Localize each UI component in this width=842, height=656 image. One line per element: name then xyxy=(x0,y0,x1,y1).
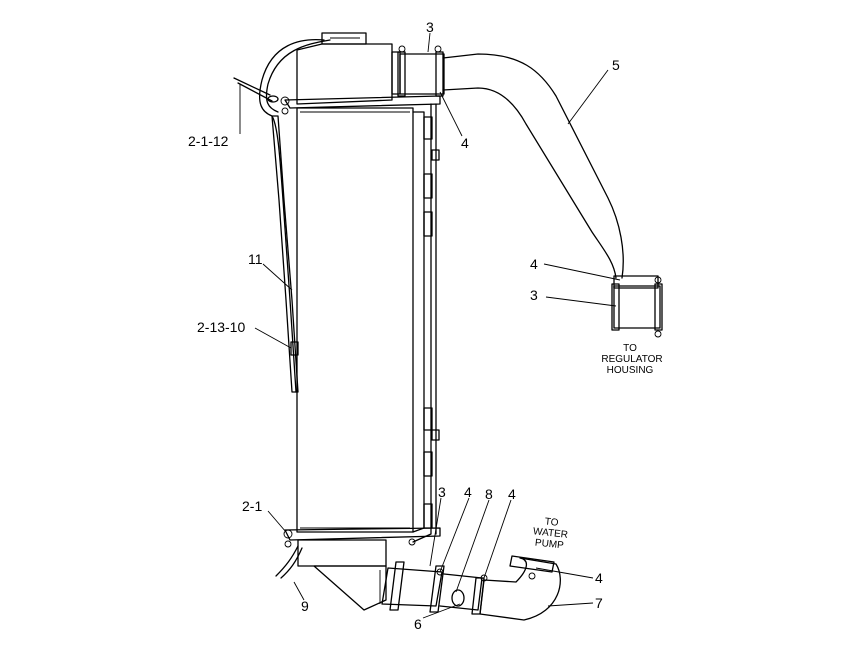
shroud-strip xyxy=(271,115,299,393)
side-fittings xyxy=(423,116,440,529)
callout-4-right: 4 xyxy=(530,256,538,272)
radiator-core xyxy=(296,107,425,533)
callout-4-pump: 4 xyxy=(595,570,603,586)
note-pump-line-2: WATER xyxy=(532,526,568,541)
callout-3-top: 3 xyxy=(426,19,434,35)
callout-2-13-10: 2-13-10 xyxy=(197,319,245,335)
overflow-tube xyxy=(233,39,331,393)
bottom-mounting-bracket xyxy=(283,527,441,548)
callout-3-bottom: 3 xyxy=(438,484,446,500)
drain-hose xyxy=(275,545,303,579)
callout-2-1-12: 2-1-12 xyxy=(188,133,229,149)
callout-3-right: 3 xyxy=(530,287,538,303)
callout-4-bottom-b: 4 xyxy=(508,486,516,502)
note-to-regulator-housing: TO REGULATOR HOUSING xyxy=(601,343,662,376)
callout-4-top: 4 xyxy=(461,135,469,151)
top-mounting-bracket xyxy=(280,95,441,543)
note-regulator-line-3: HOUSING xyxy=(607,365,654,376)
leader-lines xyxy=(239,32,621,619)
callout-8: 8 xyxy=(485,486,493,502)
note-regulator-line-2: REGULATOR xyxy=(601,354,662,365)
lower-hose-assembly xyxy=(381,555,561,621)
callout-4-bottom-a: 4 xyxy=(464,484,472,500)
callout-9: 9 xyxy=(301,598,309,614)
note-to-water-pump: TO WATER PUMP xyxy=(532,516,568,551)
callout-5: 5 xyxy=(612,57,620,73)
bottom-tank xyxy=(297,539,387,611)
note-regulator-line-1: TO xyxy=(623,343,637,354)
callout-11: 11 xyxy=(248,251,263,267)
callout-7: 7 xyxy=(595,595,603,611)
callout-labels: 2-1-12 11 2-13-10 2-1 9 3 4 5 4 3 3 4 8 … xyxy=(188,19,620,632)
note-pump-line-3: PUMP xyxy=(534,537,564,551)
note-pump-line-1: TO xyxy=(544,516,559,528)
callout-2-1: 2-1 xyxy=(242,498,262,514)
callout-6: 6 xyxy=(414,616,422,632)
upper-hose-assembly xyxy=(397,45,663,338)
